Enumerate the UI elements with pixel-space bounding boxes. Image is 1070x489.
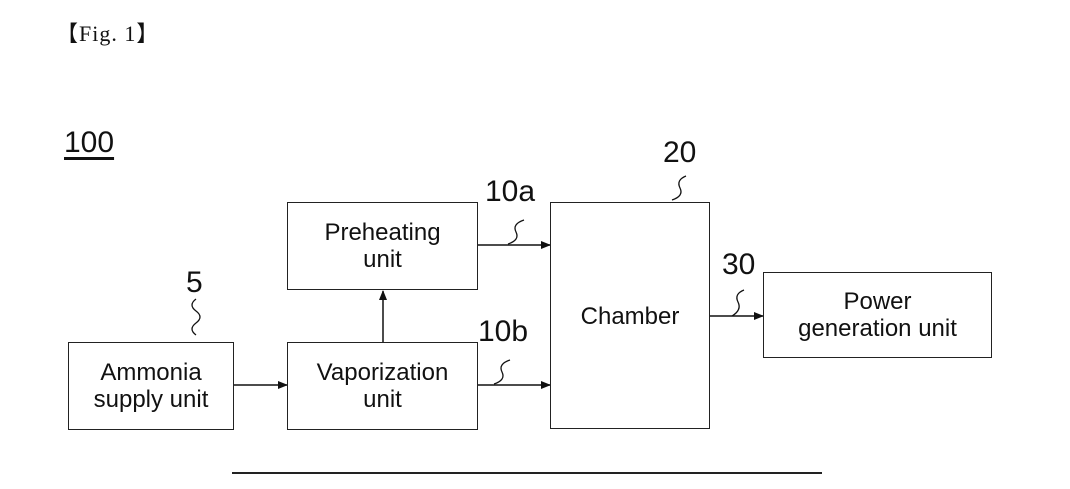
ref-number-power-generation: 30: [722, 248, 755, 282]
bottom-rule: [232, 472, 822, 474]
power-generation-unit-block: Power generation unit: [763, 272, 992, 358]
preheating-unit-block: Preheating unit: [287, 202, 478, 290]
ref-number-chamber: 20: [663, 136, 696, 170]
ammonia-supply-unit-block: Ammonia supply unit: [68, 342, 234, 430]
ref-number-vapor-line: 10b: [478, 315, 528, 349]
ref-number-preheat-line: 10a: [485, 175, 535, 209]
leader-line-5: [192, 299, 200, 335]
leader-line-20: [672, 176, 686, 200]
leader-line-10a: [508, 220, 524, 244]
leader-line-10b: [494, 360, 510, 384]
vaporization-unit-block: Vaporization unit: [287, 342, 478, 430]
ref-number-ammonia-supply: 5: [186, 266, 203, 300]
leader-line-30: [732, 290, 744, 316]
chamber-block: Chamber: [550, 202, 710, 429]
